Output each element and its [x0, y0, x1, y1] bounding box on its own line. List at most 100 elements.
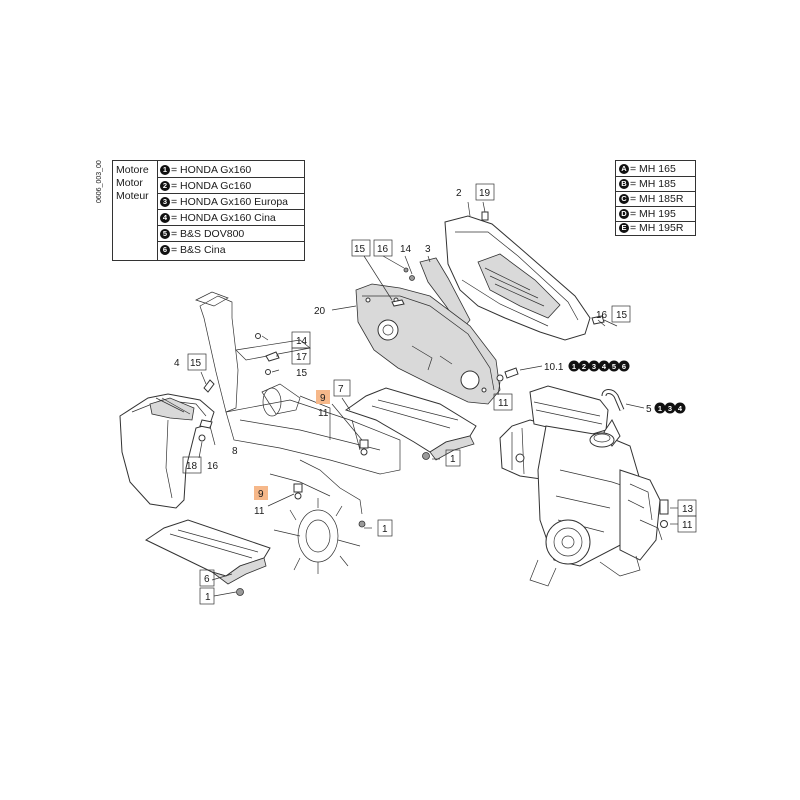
model-legend-item: B= MH 185 [619, 178, 676, 190]
callout-label: 11 [254, 506, 265, 517]
callout-leaders [198, 201, 678, 597]
callout-label: 11 [318, 408, 329, 419]
callout-label: 4 [174, 358, 180, 369]
model-label: = MH 195 [630, 208, 676, 220]
callout-label: 16 [207, 461, 219, 472]
belt-guard-plate-part [355, 283, 501, 405]
bolt-part [659, 499, 669, 515]
engine-badge: 6 [160, 245, 170, 256]
callout-label: 18 [186, 461, 198, 472]
badge-digit: 4 [602, 362, 607, 371]
badge-digit: 3 [592, 362, 596, 371]
rear-flap-part [144, 519, 271, 585]
badge-group-5: 1 3 4 [654, 402, 686, 414]
nut-part [422, 452, 430, 460]
callout-label-highlighted: 9 [258, 489, 264, 500]
callout-label: 16 [596, 310, 608, 321]
model-badge: B [619, 179, 629, 190]
model-badge: C [619, 194, 629, 205]
engine-label: = HONDA Gx160 [171, 164, 252, 176]
callout-label: 1 [382, 524, 388, 535]
highlight-box [254, 486, 268, 500]
engine-part [499, 385, 663, 587]
washer-part [255, 333, 261, 339]
callout-labels: 2 19 15 16 14 3 20 16 15 14 17 15 4 15 7 [174, 183, 697, 605]
engine-label: = HONDA Gx160 Cina [171, 212, 276, 224]
engine-badge: 3 [160, 197, 170, 208]
callout-label: 15 [354, 244, 366, 255]
callout-label-highlighted: 9 [320, 393, 326, 404]
model-legend-item: A= MH 165 [619, 163, 676, 175]
model-legend: A= MH 165 B= MH 185 C= MH 185R D= MH 195… [615, 160, 696, 236]
callout-label: 13 [682, 504, 694, 515]
callout-label: 5 [646, 404, 652, 415]
engine-legend-item: 4= HONDA Gx160 Cina [160, 212, 276, 224]
callout-label: 20 [314, 306, 326, 317]
callout-label: 6 [204, 574, 210, 585]
callout-label: 15 [616, 310, 628, 321]
engine-label: = B&S DOV800 [171, 228, 245, 240]
bolt-part [265, 351, 280, 362]
badge-digit: 1 [658, 404, 662, 413]
badge-digit: 6 [622, 362, 626, 371]
callout-label: 1 [450, 454, 456, 465]
engine-legend-item: 3= HONDA Gx160 Europa [160, 196, 288, 208]
washer-part [496, 374, 504, 382]
screw-part [391, 299, 405, 307]
badge-digit: 1 [572, 362, 576, 371]
nut-part [358, 520, 366, 528]
engine-legend-item: 5= B&S DOV800 [160, 228, 244, 240]
callout-label: 1 [205, 592, 211, 603]
model-label: = MH 165 [630, 163, 676, 175]
badge-digit: 3 [668, 404, 672, 413]
callout-label: 17 [296, 352, 308, 363]
callout-label: 8 [232, 446, 238, 457]
washer-part [660, 520, 668, 528]
washer-part [360, 448, 368, 456]
legend-header-2: Moteur [116, 190, 149, 202]
model-badge: E [619, 223, 629, 234]
legend-header-1: Motor [116, 177, 143, 189]
badge-group-10-1: 1 2 3 4 5 6 [568, 360, 630, 372]
callout-label: 3 [425, 244, 431, 255]
model-label: = MH 185 [630, 178, 676, 190]
callout-label: 11 [682, 520, 693, 531]
bracket-part [199, 419, 213, 429]
badge-digit: 2 [582, 362, 586, 371]
model-legend-item: E= MH 195R [619, 222, 683, 234]
grommet-part [481, 211, 489, 221]
callout-label: 14 [400, 244, 412, 255]
callout-label: 15 [296, 368, 308, 379]
engine-badge: 5 [160, 229, 170, 240]
screw-part [504, 367, 519, 379]
badge-digit: 4 [678, 404, 683, 413]
screw-part [203, 379, 215, 393]
engine-legend-item: 2= HONDA Gc160 [160, 180, 251, 192]
model-badge: D [619, 209, 629, 220]
model-badge: A [619, 164, 629, 175]
model-legend-item: C= MH 185R [619, 193, 683, 205]
model-label: = MH 195R [630, 222, 684, 234]
callout-label: 16 [377, 244, 389, 255]
engine-label: = HONDA Gx160 Europa [171, 196, 289, 208]
belt-cover-part [444, 215, 591, 341]
callout-label: 11 [498, 398, 509, 409]
side-shield-part [119, 393, 215, 509]
callout-label: 14 [296, 336, 308, 347]
callout-label: 10.1 [544, 362, 564, 373]
deflector-part [344, 387, 477, 461]
engine-badge: 2 [160, 181, 170, 192]
highlight-box [316, 390, 330, 404]
nut-part [236, 588, 244, 596]
model-legend-item: D= MH 195 [619, 208, 676, 220]
tine-rotor-part [273, 498, 361, 574]
engine-legend-item: 1= HONDA Gx160 [160, 164, 251, 176]
bolt-part [293, 483, 303, 493]
nut-part [265, 369, 271, 375]
model-label: = MH 185R [630, 193, 684, 205]
engine-legend-item: 6= B&S Cina [160, 244, 226, 256]
washer-part [294, 492, 302, 500]
callout-label: 7 [338, 384, 344, 395]
